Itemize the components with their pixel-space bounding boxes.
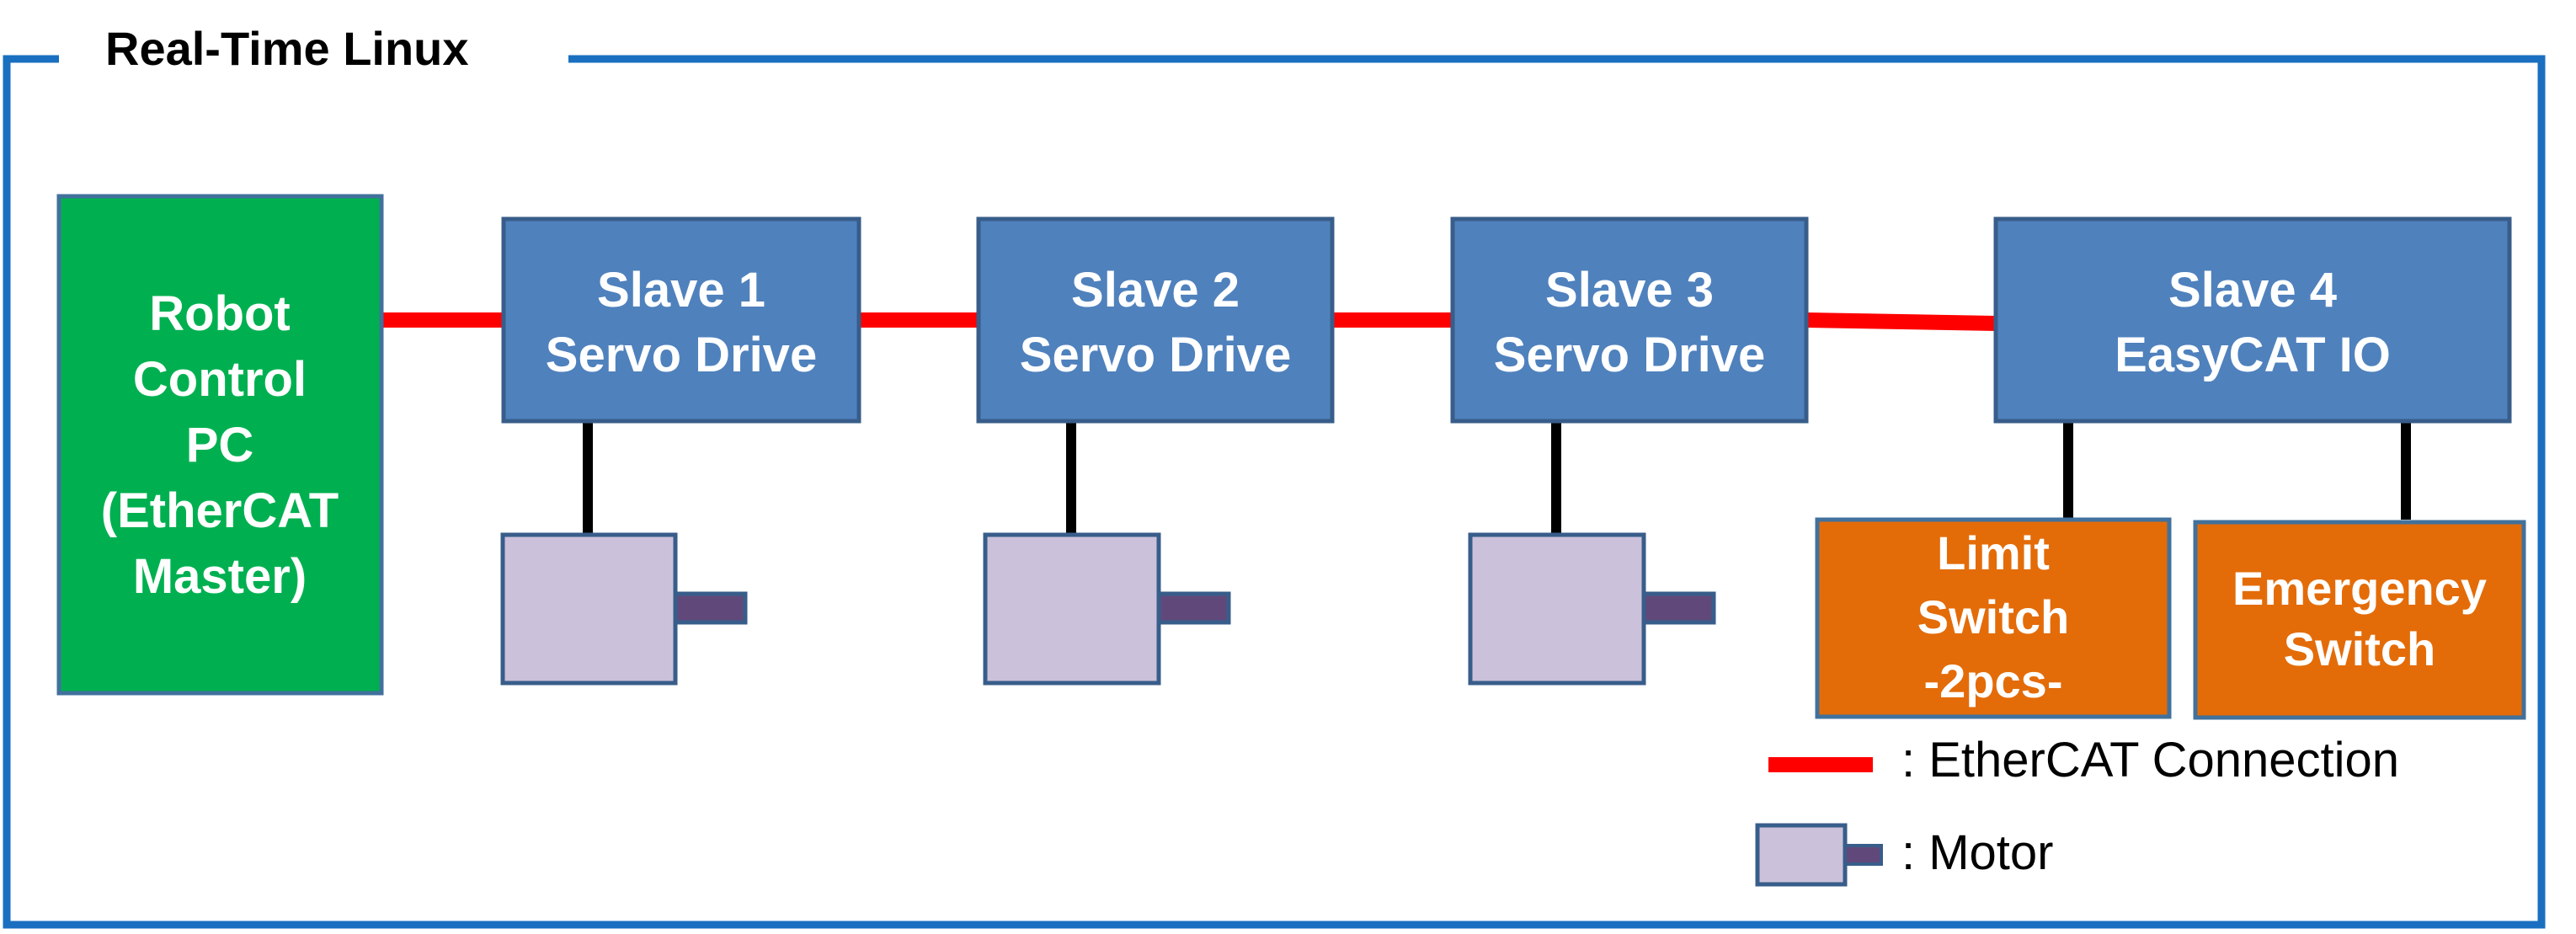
emergency-switch-label-line: Switch <box>2284 622 2435 675</box>
legend-ethercat-label: : EtherCAT Connection <box>1901 733 2399 787</box>
motor-body <box>1468 532 1646 686</box>
master-label-line: Master) <box>133 549 307 604</box>
slave-box <box>976 216 1335 424</box>
ethercat-link-slave3-slave4 <box>1805 312 1997 331</box>
motor-body <box>500 532 678 686</box>
limit-switch-box <box>1815 517 2172 719</box>
motor-shaft <box>1641 591 1716 625</box>
motor-slave-2 <box>983 532 1231 686</box>
ethercat-connections <box>381 312 1997 331</box>
master-label-line: (EtherCAT <box>101 483 339 538</box>
limit-switch-label-line: -2pcs- <box>1924 654 2063 707</box>
slave-2-servo-drive: Slave 2 Servo Drive <box>976 216 1335 424</box>
slave-1-servo-drive: Slave 1 Servo Drive <box>501 216 861 424</box>
motor-slave-1 <box>500 532 748 686</box>
slave-box <box>501 216 861 424</box>
legend-motor-body <box>1755 823 1848 887</box>
slave-box <box>1450 216 1809 424</box>
slave-subtitle: EasyCAT IO <box>2115 328 2391 382</box>
master-label-line: PC <box>186 418 254 472</box>
master-label-line: Control <box>133 352 307 407</box>
real-time-linux-frame <box>3 55 2546 929</box>
emergency-switch-label-line: Emergency <box>2232 562 2487 615</box>
motor-body <box>983 532 1161 686</box>
emergency-switch: Emergency Switch <box>2193 520 2526 720</box>
motor-slave-3 <box>1468 532 1716 686</box>
slave-subtitle: Servo Drive <box>1020 328 1291 382</box>
slave-box <box>1993 216 2512 424</box>
device-wires <box>583 421 2411 534</box>
slave-3-servo-drive: Slave 3 Servo Drive <box>1450 216 1809 424</box>
motor-shaft <box>1156 591 1231 625</box>
slave-subtitle: Servo Drive <box>546 328 817 382</box>
limit-switch-label-line: Limit <box>1937 526 2050 579</box>
motor-shaft <box>673 591 748 625</box>
legend-motor-label: : Motor <box>1901 825 2054 880</box>
limit-switch-label-line: Switch <box>1917 590 2069 643</box>
slave-subtitle: Servo Drive <box>1494 328 1765 382</box>
limit-switch: Limit Switch -2pcs- <box>1815 517 2172 719</box>
slave-title: Slave 2 <box>1071 263 1240 318</box>
slave-title: Slave 4 <box>2168 263 2337 318</box>
slave-title: Slave 3 <box>1545 263 1714 318</box>
slave-4-easycat-io: Slave 4 EasyCAT IO <box>1993 216 2512 424</box>
legend-motor-shaft <box>1843 844 1883 866</box>
master-label-line: Robot <box>149 286 291 341</box>
slave-title: Slave 1 <box>597 263 765 318</box>
robot-control-pc-box <box>56 194 384 696</box>
robot-control-pc: Robot Control PC (EtherCAT Master) <box>56 194 384 696</box>
legend-motor-swatch <box>1755 823 1883 887</box>
frame-title: Real-Time Linux <box>105 22 469 75</box>
emergency-switch-box <box>2193 520 2526 720</box>
legend: : EtherCAT Connection : Motor <box>1755 733 2399 887</box>
